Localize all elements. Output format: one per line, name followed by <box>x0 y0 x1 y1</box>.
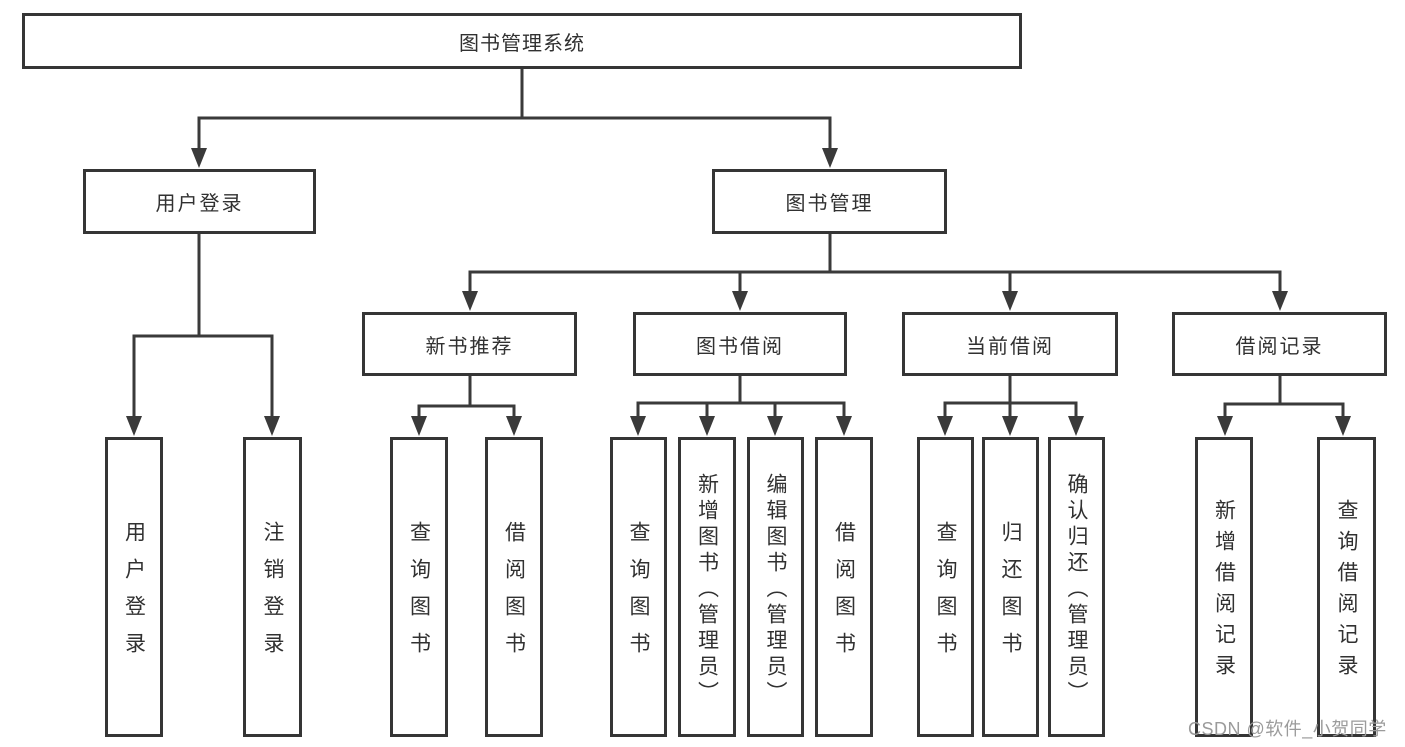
leaf-confirm-return-admin: 确认归还（管理员） <box>1048 437 1105 737</box>
leaf-return-books: 归还图书 <box>982 437 1039 737</box>
node-library-management-system: 图书管理系统 <box>22 13 1022 69</box>
leaf-query-books-recommend: 查询图书 <box>390 437 448 737</box>
leaf-query-books-borrowing: 查询图书 <box>610 437 667 737</box>
leaf-logout: 注销登录 <box>243 437 302 737</box>
leaf-borrow-books-recommend: 借阅图书 <box>485 437 543 737</box>
csdn-watermark: CSDN @软件_小贺同学 <box>1188 719 1387 739</box>
leaf-borrow-books: 借阅图书 <box>815 437 873 737</box>
leaf-add-borrow-record: 新增借阅记录 <box>1195 437 1253 737</box>
leaf-user-login: 用户登录 <box>105 437 163 737</box>
node-book-borrowing: 图书借阅 <box>633 312 847 376</box>
node-user-login: 用户登录 <box>83 169 316 234</box>
node-current-borrowing: 当前借阅 <box>902 312 1118 376</box>
node-new-book-recommendation: 新书推荐 <box>362 312 577 376</box>
leaf-edit-book-admin: 编辑图书（管理员） <box>747 437 804 737</box>
leaf-query-books-current: 查询图书 <box>917 437 974 737</box>
arrowheads <box>126 148 1351 436</box>
leaf-query-borrow-record: 查询借阅记录 <box>1317 437 1376 737</box>
leaf-add-book-admin: 新增图书（管理员） <box>678 437 736 737</box>
node-borrowing-records: 借阅记录 <box>1172 312 1387 376</box>
node-book-management: 图书管理 <box>712 169 947 234</box>
